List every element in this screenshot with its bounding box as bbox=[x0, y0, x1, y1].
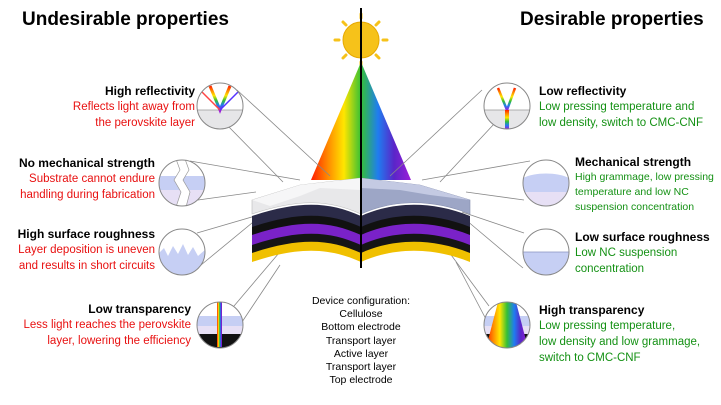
device-layer-label: Cellulose bbox=[339, 308, 383, 321]
reflection-circle-icon bbox=[196, 82, 244, 130]
item-desc-line: layer, lowering the efficiency bbox=[47, 335, 191, 347]
item-high-surface-roughness: High surface roughness Layer deposition … bbox=[18, 226, 155, 274]
device-layer-label: Transport layer bbox=[325, 361, 397, 374]
device-layer-label: Transport layer bbox=[325, 334, 397, 347]
item-high-reflectivity: High reflectivity Reflects light away fr… bbox=[73, 83, 195, 131]
item-desc-line: suspension concentration bbox=[575, 201, 695, 213]
item-desc-line: low density and low grammage, bbox=[539, 336, 701, 348]
item-desc-line: Substrate cannot endure bbox=[29, 173, 155, 185]
item-high-transparency: High transparency Low pressing temperatu… bbox=[539, 302, 700, 366]
item-desc-line: handling during fabrication bbox=[20, 189, 155, 201]
transport-layer-top bbox=[252, 232, 470, 253]
item-desc-line: Reflects light away from bbox=[72, 101, 195, 113]
device-layer-label: Active layer bbox=[333, 347, 389, 360]
strength-circle-icon bbox=[522, 159, 570, 207]
item-desc-line: Low pressing temperature, bbox=[539, 320, 676, 332]
item-desc-line: switch to CMC-CNF bbox=[539, 352, 641, 364]
item-low-surface-roughness: Low surface roughness Low NC suspension … bbox=[575, 229, 710, 277]
low-reflection-circle-icon bbox=[483, 82, 531, 130]
item-no-mechanical-strength: No mechanical strength Substrate cannot … bbox=[19, 155, 155, 203]
item-title: Low transparency bbox=[88, 302, 191, 316]
transport-layer-bottom bbox=[252, 214, 470, 235]
fracture-circle-icon bbox=[158, 159, 206, 207]
leader-lines bbox=[189, 89, 531, 347]
item-desc-line: High grammage, low pressing bbox=[575, 171, 714, 183]
item-title: Mechanical strength bbox=[575, 155, 692, 169]
item-title: Low surface roughness bbox=[575, 230, 710, 244]
item-desc-line: the perovskite layer bbox=[95, 117, 195, 129]
high-transmission-circle-icon bbox=[483, 301, 531, 349]
item-desc-line: Layer deposition is uneven bbox=[18, 244, 155, 256]
item-title: High transparency bbox=[539, 303, 645, 317]
device-configuration: Device configuration: Cellulose Bottom e… bbox=[286, 295, 436, 387]
active-layer bbox=[252, 222, 470, 245]
item-title: No mechanical strength bbox=[18, 156, 155, 170]
item-desc-line: temperature and low NC bbox=[575, 186, 689, 198]
device-layer-label: Top electrode bbox=[329, 374, 393, 387]
device-stack bbox=[251, 8, 471, 268]
device-layer-label: Bottom electrode bbox=[321, 321, 401, 334]
item-title: Low reflectivity bbox=[539, 84, 627, 98]
item-title: High reflectivity bbox=[104, 84, 195, 98]
bottom-electrode-layer bbox=[252, 204, 470, 227]
transmission-circle-icon bbox=[196, 301, 244, 349]
smooth-surface-circle-icon bbox=[522, 228, 570, 276]
item-title: High surface roughness bbox=[17, 227, 155, 241]
rough-surface-circle-icon bbox=[158, 228, 206, 276]
item-desc-line: Low pressing temperature and bbox=[539, 101, 695, 113]
item-desc-line: and results in short circuits bbox=[18, 260, 155, 272]
item-desc-line: Low NC suspension bbox=[575, 247, 678, 259]
device-config-title: Device configuration: bbox=[311, 295, 411, 307]
item-low-reflectivity: Low reflectivity Low pressing temperatur… bbox=[539, 83, 703, 131]
heading-undesirable: Undesirable properties bbox=[22, 9, 229, 30]
item-desc-line: low density, switch to CMC-CNF bbox=[539, 117, 704, 129]
heading-desirable: Desirable properties bbox=[520, 9, 704, 30]
item-mechanical-strength: Mechanical strength High grammage, low p… bbox=[575, 155, 714, 215]
item-low-transparency: Low transparency Less light reaches the … bbox=[24, 301, 191, 349]
item-desc-line: Less light reaches the perovskite bbox=[23, 319, 191, 331]
item-desc-line: concentration bbox=[575, 263, 645, 275]
top-electrode-layer bbox=[252, 240, 470, 262]
